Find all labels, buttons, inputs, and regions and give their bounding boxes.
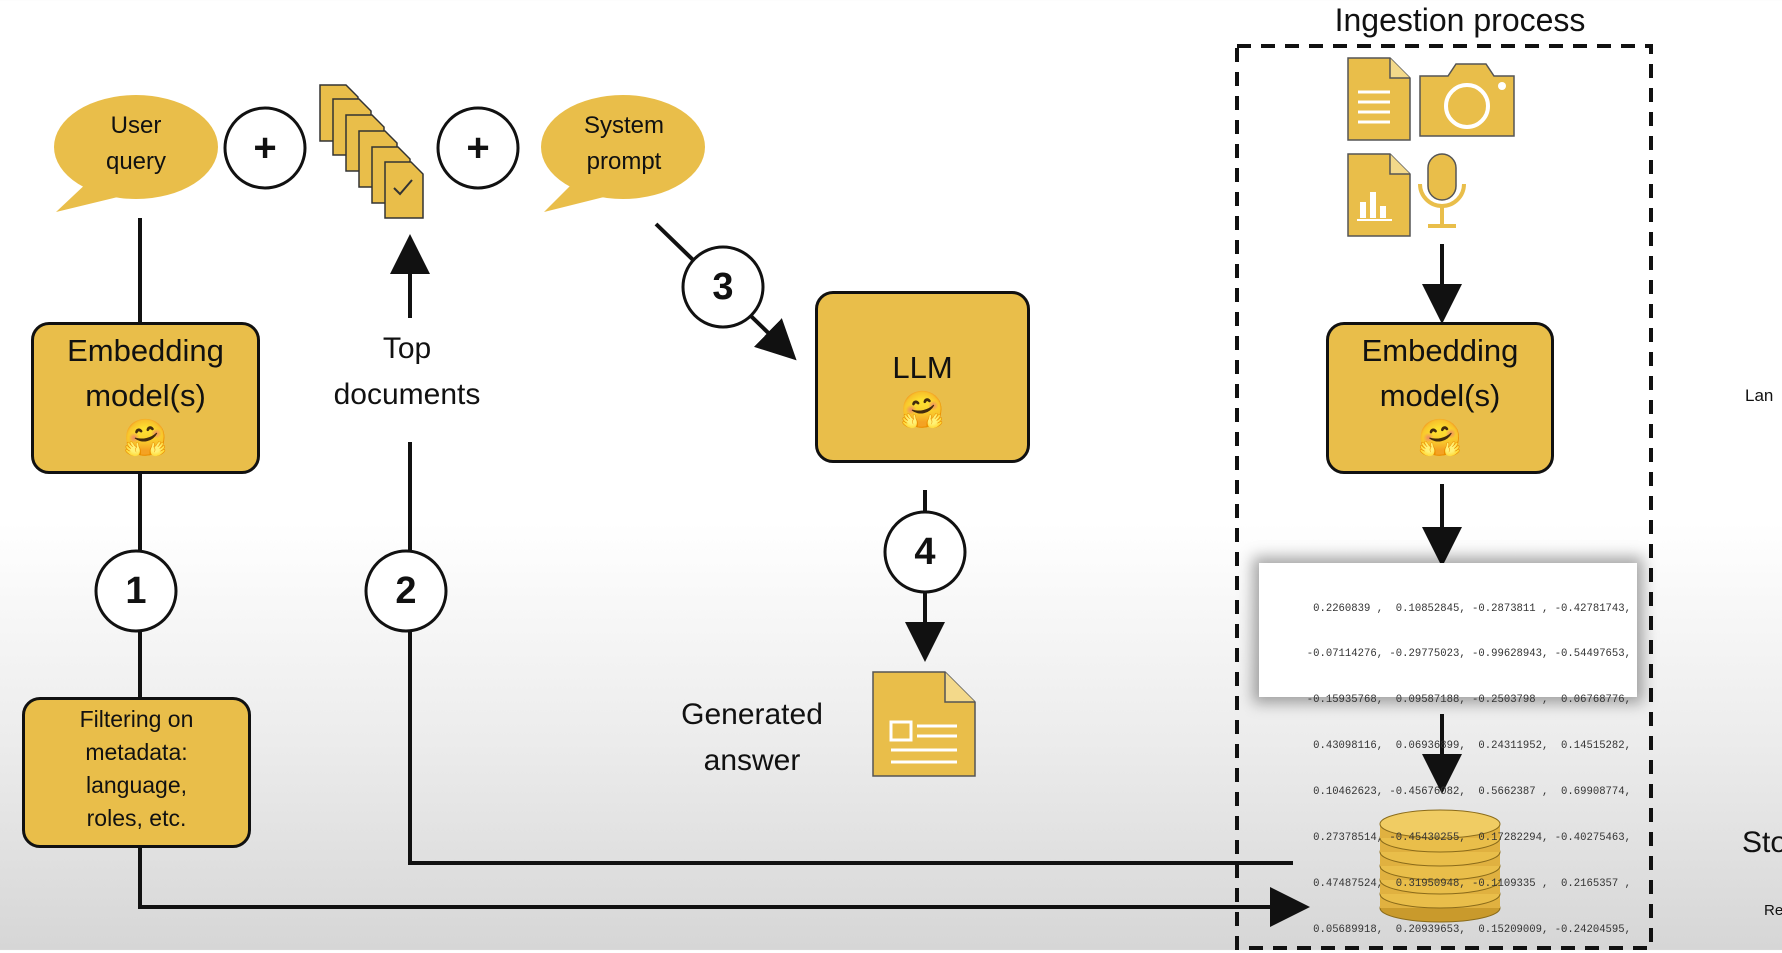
step-circle-1 [94, 549, 178, 633]
plus-circle-1 [223, 106, 307, 190]
filter-metadata-box: Filtering on metadata: language, roles, … [22, 697, 251, 848]
answer-document-icon [872, 671, 976, 777]
document-stack-icon [319, 84, 424, 219]
embedding-model-label: Embedding model(s) [67, 333, 224, 413]
step-number-1: 1 [125, 570, 147, 612]
hugging-face-icon: 🤗 [123, 417, 168, 458]
embedding-model-label: Embedding model(s) [1361, 333, 1519, 413]
microphone-icon [1418, 153, 1466, 228]
text-document-icon [1347, 57, 1411, 141]
bar-chart-document-icon [1347, 153, 1411, 237]
vector-row: 0.2260839 , 0.10852845, -0.2873811 , -0.… [1313, 602, 1631, 615]
cropped-text-re: Re [1764, 902, 1782, 919]
ingestion-boundary [1235, 44, 1653, 950]
step-number-3: 3 [712, 266, 734, 308]
database-icon [1379, 809, 1501, 923]
cropped-text-lan: Lan [1745, 386, 1774, 405]
step-circle-3 [681, 245, 765, 329]
step-circle-2 [364, 549, 448, 633]
cropped-text-sto: Sto [1742, 826, 1782, 859]
hugging-face-icon: 🤗 [900, 389, 945, 430]
plus-circle-2 [436, 106, 520, 190]
arrow-database-to-top-docs [408, 442, 1293, 865]
llm-label: LLM [892, 350, 953, 385]
step-circle-4 [883, 510, 967, 594]
vector-row: -0.15935768, 0.09587188, -0.2503798 , 0.… [1306, 694, 1631, 707]
filter-metadata-label: Filtering on metadata: language, roles, … [79, 706, 194, 831]
camera-icon [1419, 63, 1515, 137]
vector-row: 0.27378514, -0.45430255, 0.17282294, -0.… [1313, 832, 1631, 845]
embedding-model-box-left: Embedding model(s) 🤗 [31, 322, 260, 474]
vector-row: 0.10462623, -0.45676082, 0.5662387 , 0.6… [1313, 786, 1631, 799]
vector-row: 0.05689918, 0.20939653, 0.15209009, -0.2… [1313, 923, 1631, 936]
hugging-face-icon: 🤗 [1417, 417, 1463, 458]
vector-row: -0.07114276, -0.29775023, -0.99628943, -… [1306, 648, 1631, 661]
plus-sign-1: + [253, 126, 277, 170]
system-prompt-bubble [541, 95, 705, 212]
top-documents-label: Top documents [333, 332, 481, 411]
generated-answer-label: Generated answer [681, 698, 823, 777]
ingestion-title: Ingestion process [1334, 2, 1586, 38]
step-number-2: 2 [395, 570, 417, 612]
system-prompt-label: System prompt [583, 112, 664, 175]
llm-box: LLM 🤗 [815, 291, 1030, 463]
embedding-vector-panel: 0.2260839 , 0.10852845, -0.2873811 , -0.… [1259, 563, 1637, 936]
vector-row: 0.47487524, 0.31950948, -0.1109335 , 0.2… [1313, 877, 1631, 890]
step-number-4: 4 [914, 531, 936, 573]
plus-sign-2: + [466, 126, 490, 170]
vector-row: 0.43098116, 0.06936899, 0.24311952, 0.14… [1313, 740, 1631, 753]
user-query-label: User query [105, 112, 167, 175]
arrow-filter-to-database [138, 848, 1310, 927]
user-query-bubble [54, 95, 218, 212]
embedding-model-box-right: Embedding model(s) 🤗 [1326, 322, 1554, 474]
